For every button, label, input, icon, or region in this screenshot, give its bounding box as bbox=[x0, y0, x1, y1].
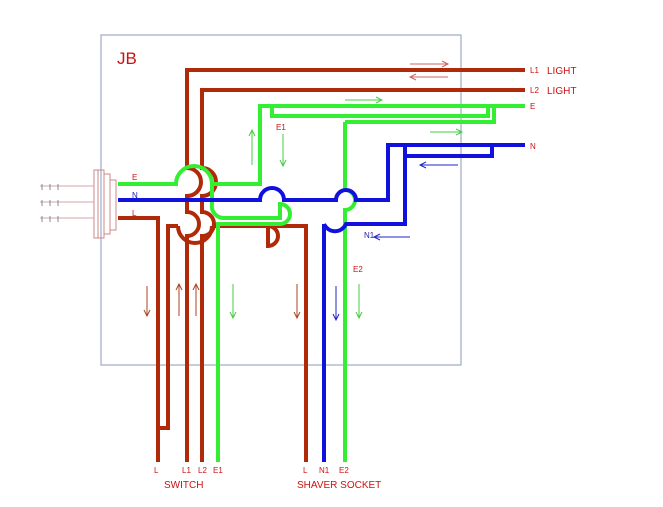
junction-box-outline bbox=[100, 34, 462, 366]
label-e2-inner: E2 bbox=[353, 265, 363, 274]
wire-e-loop2 bbox=[345, 106, 496, 124]
socket-labels: L N1 E2 SHAVER SOCKET bbox=[297, 466, 381, 491]
wire-incoming-l bbox=[118, 216, 178, 430]
label-switch-l: L bbox=[154, 466, 159, 475]
wire-l1-light bbox=[185, 68, 525, 462]
wire-e2-to-socket bbox=[343, 122, 357, 462]
right-terminal-labels: L1 LIGHT L2 LIGHT E N bbox=[530, 66, 576, 151]
left-terminal-labels: E N L bbox=[132, 173, 138, 218]
label-e1-inner: E1 bbox=[276, 123, 286, 132]
wire-incoming-n bbox=[118, 143, 525, 202]
label-l2: L2 bbox=[530, 86, 539, 95]
cable-gland bbox=[40, 169, 117, 239]
wire-n-return bbox=[405, 145, 494, 158]
arrow-l1 bbox=[408, 60, 450, 81]
neutral-wires bbox=[118, 143, 525, 462]
label-switch-e1: E1 bbox=[213, 466, 223, 475]
inner-labels: E1 N1 E2 bbox=[276, 123, 375, 274]
label-n-left: N bbox=[132, 191, 138, 200]
arrow-e bbox=[229, 96, 464, 320]
wire-incoming-e bbox=[118, 104, 525, 186]
label-socket-name: SHAVER SOCKET bbox=[297, 480, 381, 491]
label-e-right: E bbox=[530, 102, 535, 111]
flow-arrows bbox=[143, 60, 464, 322]
switch-labels: L L1 L2 E1 SWITCH bbox=[154, 466, 223, 491]
label-switch-l2: L2 bbox=[198, 466, 207, 475]
wire-l-to-socket bbox=[212, 224, 308, 462]
label-switch-name: SWITCH bbox=[164, 480, 203, 491]
label-e-left: E bbox=[132, 173, 137, 182]
label-socket-n1: N1 bbox=[319, 466, 330, 475]
label-n1-inner: N1 bbox=[364, 231, 375, 240]
gland-ticks bbox=[41, 184, 59, 222]
wire-e-loop1 bbox=[270, 104, 490, 118]
arrow-n bbox=[332, 161, 458, 322]
label-l-left: L bbox=[132, 209, 137, 218]
arrow-l bbox=[143, 282, 301, 320]
live-wires bbox=[118, 68, 525, 462]
label-socket-l: L bbox=[303, 466, 308, 475]
wire-l-crossover bbox=[176, 225, 214, 245]
label-switch-l1: L1 bbox=[182, 466, 191, 475]
wire-e1-to-switch bbox=[209, 184, 292, 462]
label-l1: L1 bbox=[530, 66, 539, 75]
wire-n-loop bbox=[322, 145, 407, 234]
label-l2-light: LIGHT bbox=[547, 86, 576, 97]
junction-box-label: JB bbox=[117, 49, 137, 68]
label-l1-light: LIGHT bbox=[547, 66, 576, 77]
label-n-right: N bbox=[530, 142, 536, 151]
label-socket-e2: E2 bbox=[339, 466, 349, 475]
